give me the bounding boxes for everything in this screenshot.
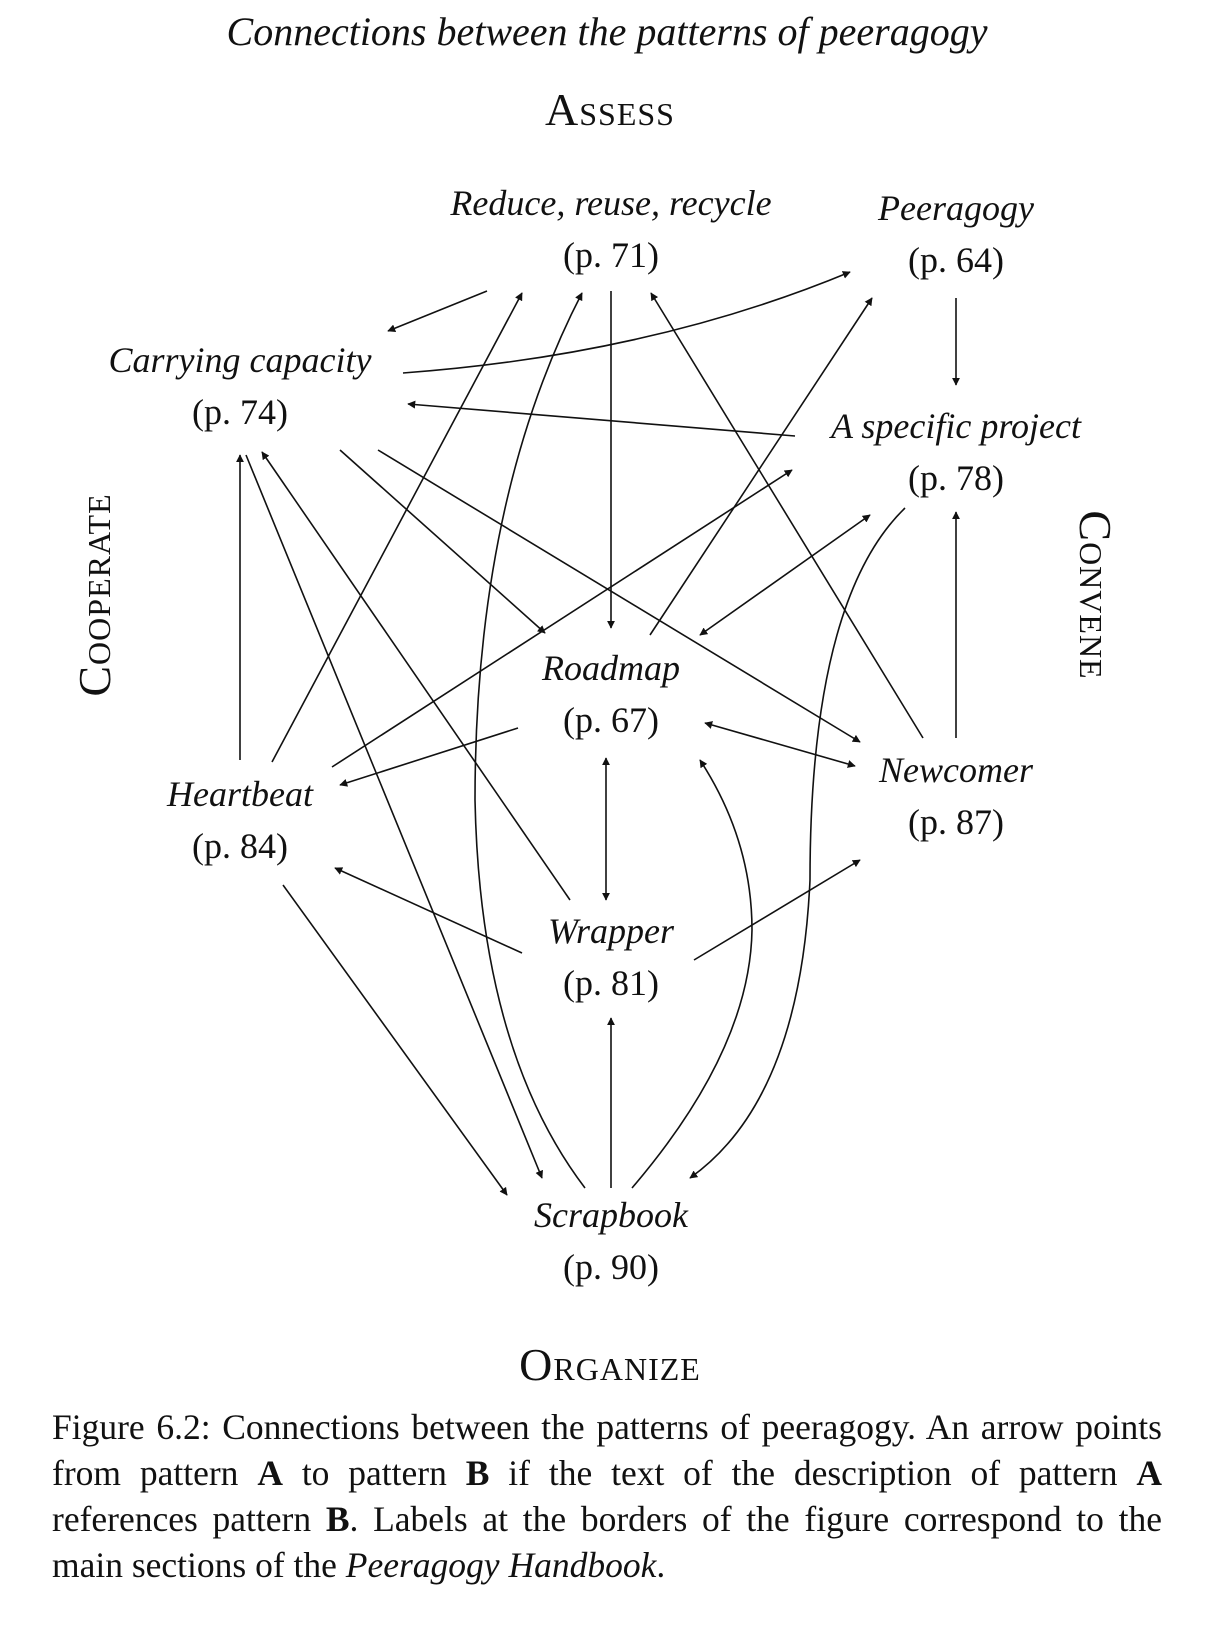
node-page: (p. 78) <box>908 458 1004 498</box>
edge-newcomer-to-reduce <box>650 292 924 739</box>
caption-pattern-a: A <box>1136 1453 1162 1493</box>
node-peeragogy: Peeragogy (p. 64) <box>877 188 1034 280</box>
node-heartbeat: Heartbeat (p. 84) <box>166 774 314 866</box>
caption-pattern-b: B <box>325 1499 350 1539</box>
edge-roadmap-to-peeragogy <box>649 297 873 636</box>
caption-text: . Labels at the borders of the figure co… <box>52 1499 1163 1585</box>
edge-roadmap-to-heartbeat <box>339 727 519 787</box>
caption-book-title: Peeragogy Handbook <box>345 1545 657 1585</box>
figure-title: Connections between the patterns of peer… <box>227 9 988 54</box>
node-page: (p. 84) <box>192 826 288 866</box>
edge-roadmap-specific-bidirectional <box>699 514 871 636</box>
edge-specific-to-scrapbook <box>689 507 906 1179</box>
node-wrapper: Wrapper (p. 81) <box>548 911 675 1003</box>
node-name: Roadmap <box>541 648 680 688</box>
node-name: Wrapper <box>548 911 675 951</box>
edge-wrapper-to-heartbeat <box>334 867 523 954</box>
section-heading-assess: Assess <box>545 84 675 135</box>
node-page: (p. 81) <box>563 963 659 1003</box>
node-reduce-reuse-recycle: Reduce, reuse, recycle (p. 71) <box>449 183 771 275</box>
edge-carrying-to-peeragogy <box>402 271 851 374</box>
node-name: Peeragogy <box>877 188 1034 228</box>
edge-wrapper-to-carrying <box>261 451 571 901</box>
edge-carrying-to-roadmap <box>339 449 546 634</box>
caption-text: references pattern <box>52 1499 326 1539</box>
caption-text: to pattern <box>282 1453 466 1493</box>
edge-reduce-to-carrying <box>387 290 488 333</box>
edge-roadmap-newcomer-bidirectional <box>704 721 856 768</box>
pattern-diagram: Connections between the patterns of peer… <box>69 9 1121 1390</box>
caption-pattern-a: A <box>257 1453 283 1493</box>
edge-heartbeat-to-scrapbook <box>282 884 508 1196</box>
node-page: (p. 71) <box>563 235 659 275</box>
node-page: (p. 67) <box>563 700 659 740</box>
node-name: A specific project <box>829 406 1082 446</box>
node-carrying-capacity: Carrying capacity (p. 74) <box>109 340 372 432</box>
edge-carrying-to-scrapbook <box>245 454 543 1179</box>
caption-text: if the text of the description of patter… <box>489 1453 1137 1493</box>
edge-scrapbook-to-reduce <box>474 292 586 1189</box>
edges-group <box>236 271 960 1196</box>
caption-suffix: . <box>656 1545 666 1585</box>
figure-caption: Figure 6.2: Connections between the patt… <box>52 1404 1162 1588</box>
node-page: (p. 87) <box>908 802 1004 842</box>
edge-wrapper-to-newcomer <box>693 859 861 961</box>
node-page: (p. 64) <box>908 240 1004 280</box>
node-roadmap: Roadmap (p. 67) <box>541 648 680 740</box>
node-name: Carrying capacity <box>109 340 372 380</box>
node-page: (p. 90) <box>563 1247 659 1287</box>
node-name: Reduce, reuse, recycle <box>449 183 771 223</box>
node-scrapbook: Scrapbook (p. 90) <box>534 1195 689 1287</box>
edge-scrapbook-to-roadmap <box>631 759 753 1189</box>
edge-carrying-to-newcomer <box>377 449 861 743</box>
node-name: Scrapbook <box>534 1195 689 1235</box>
node-name: Heartbeat <box>166 774 314 814</box>
edge-specific-to-carrying <box>407 400 796 437</box>
edge-heartbeat-to-reduce <box>271 292 523 763</box>
caption-pattern-b: B <box>465 1453 490 1493</box>
node-a-specific-project: A specific project (p. 78) <box>829 406 1082 498</box>
node-page: (p. 74) <box>192 392 288 432</box>
section-heading-organize: Organize <box>519 1339 701 1390</box>
edge-heartbeat-to-specific <box>331 469 793 768</box>
section-heading-cooperate: Cooperate <box>69 493 120 696</box>
node-name: Newcomer <box>878 750 1034 790</box>
section-heading-convene: Convene <box>1070 510 1121 679</box>
caption-prefix: Figure 6.2: Connections between the patt… <box>52 1407 1162 1493</box>
node-newcomer: Newcomer (p. 87) <box>878 750 1034 842</box>
